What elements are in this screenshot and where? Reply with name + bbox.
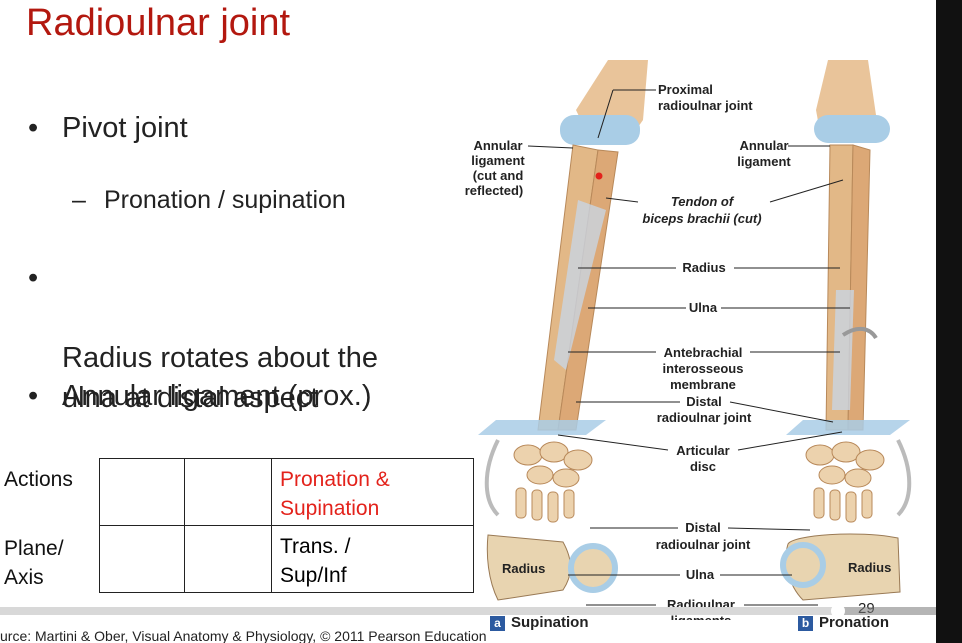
- label-membrane-2: interosseous: [663, 361, 744, 376]
- hand-bones-left: [513, 441, 593, 523]
- slide-title: Radioulnar joint: [26, 2, 291, 44]
- bullet-text: Pivot joint: [62, 112, 188, 144]
- video-progress-fill: [0, 607, 838, 615]
- label-articular-2: disc: [690, 459, 716, 474]
- label-radioulnar-2: ligaments: [671, 613, 732, 620]
- subfigure-b-text: Pronation: [819, 614, 889, 631]
- label-annular-left-4: reflected): [465, 183, 524, 198]
- label-annular-right-2: ligament: [737, 154, 791, 169]
- subbullet-pronation: – Pronation / supination: [72, 186, 346, 215]
- table-cell: [184, 525, 272, 593]
- table-cell: [184, 458, 272, 526]
- hand-bones-right: [805, 441, 885, 523]
- label-articular-1: Articular: [676, 443, 729, 458]
- source-caption: urce: Martini & Ober, Visual Anatomy & P…: [0, 628, 487, 643]
- label-annular-left-1: Annular: [473, 138, 522, 153]
- right-forearm-illustration: [786, 60, 912, 523]
- humerus-right: [816, 60, 876, 132]
- label-distal-2: radioulnar joint: [657, 410, 752, 425]
- cross-section-right: [780, 533, 901, 601]
- label-radius: Radius: [682, 260, 725, 275]
- plane-right: [786, 420, 910, 435]
- membrane-left: [554, 200, 606, 370]
- label-distal-1: Distal: [686, 394, 721, 409]
- subfigure-b-label: b Pronation: [798, 614, 889, 631]
- label-annular-left-3: (cut and: [473, 168, 524, 183]
- bullet-dot: •: [28, 112, 39, 144]
- subfigure-a-badge: a: [490, 616, 505, 631]
- forearm-anatomy-figure: Proximal radioulnar joint Annular ligame…: [465, 60, 912, 620]
- label-tendon-1: Tendon of: [671, 194, 735, 209]
- table-cell: [99, 458, 185, 526]
- label-annular-right-1: Annular: [739, 138, 788, 153]
- row-label-actions: Actions: [4, 468, 73, 491]
- video-scrubber-handle[interactable]: [830, 604, 845, 618]
- rotation-arrow-right: [896, 439, 912, 517]
- row-label-plane-axis: Plane/ Axis: [4, 537, 64, 589]
- cartilage-right: [814, 115, 890, 143]
- subbullet-dash: –: [72, 186, 86, 214]
- label-tendon-2: biceps brachii (cut): [642, 211, 761, 226]
- label-ulna: Ulna: [689, 300, 718, 315]
- video-progress-bar[interactable]: [0, 607, 936, 615]
- window-edge: [936, 0, 962, 643]
- label-proximal-line2: radioulnar joint: [658, 98, 753, 113]
- subfigure-a-text: Supination: [511, 614, 589, 631]
- rotation-arrow-top: [841, 326, 878, 340]
- slide: Radioulnar joint • Pivot joint – Pronati…: [0, 0, 936, 643]
- label-membrane-1: Antebrachial: [664, 345, 743, 360]
- table-cell-actions: Pronation & Supination: [271, 458, 474, 526]
- left-forearm-illustration: [478, 60, 648, 523]
- bullet-text: Annular ligament (prox.): [62, 380, 372, 412]
- label-radius-section-left: Radius: [502, 561, 545, 576]
- cross-section-left: [486, 534, 618, 601]
- bullet-dot: •: [28, 380, 39, 412]
- table-row: Pronation & Supination: [99, 458, 474, 526]
- bullet-annular-ligament: • Annular ligament (prox.): [28, 376, 372, 416]
- label-distal2-2: radioulnar joint: [656, 537, 751, 552]
- bullet-radius-rotates: • Radius rotates about the ulna at dista…: [28, 258, 442, 418]
- bullet-pivot-joint: • Pivot joint: [28, 108, 188, 148]
- leader-lines: [527, 89, 850, 606]
- rotation-arrow-left: [484, 439, 500, 517]
- bullet-text: Radius rotates about the ulna at distal …: [62, 342, 378, 414]
- table-cell: [99, 525, 185, 593]
- label-ulna-2: Ulna: [686, 567, 715, 582]
- table-cell-plane: Trans. / Sup/Inf: [271, 525, 474, 593]
- plane-left: [478, 420, 606, 435]
- table-row: Trans. / Sup/Inf: [99, 525, 474, 593]
- pointer-dot: [595, 172, 603, 180]
- membrane-right: [832, 290, 854, 410]
- label-distal2-1: Distal: [685, 520, 720, 535]
- subfigure-a-label: a Supination: [490, 614, 589, 631]
- bullet-dot: •: [28, 262, 39, 294]
- label-membrane-3: membrane: [670, 377, 736, 392]
- label-proximal-line1: Proximal: [658, 82, 713, 97]
- subbullet-text: Pronation / supination: [104, 186, 346, 214]
- label-radius-section-right: Radius: [848, 560, 891, 575]
- label-annular-left-2: ligament: [471, 153, 525, 168]
- subfigure-b-badge: b: [798, 616, 813, 631]
- action-table: Pronation & Supination Trans. / Sup/Inf: [99, 458, 474, 593]
